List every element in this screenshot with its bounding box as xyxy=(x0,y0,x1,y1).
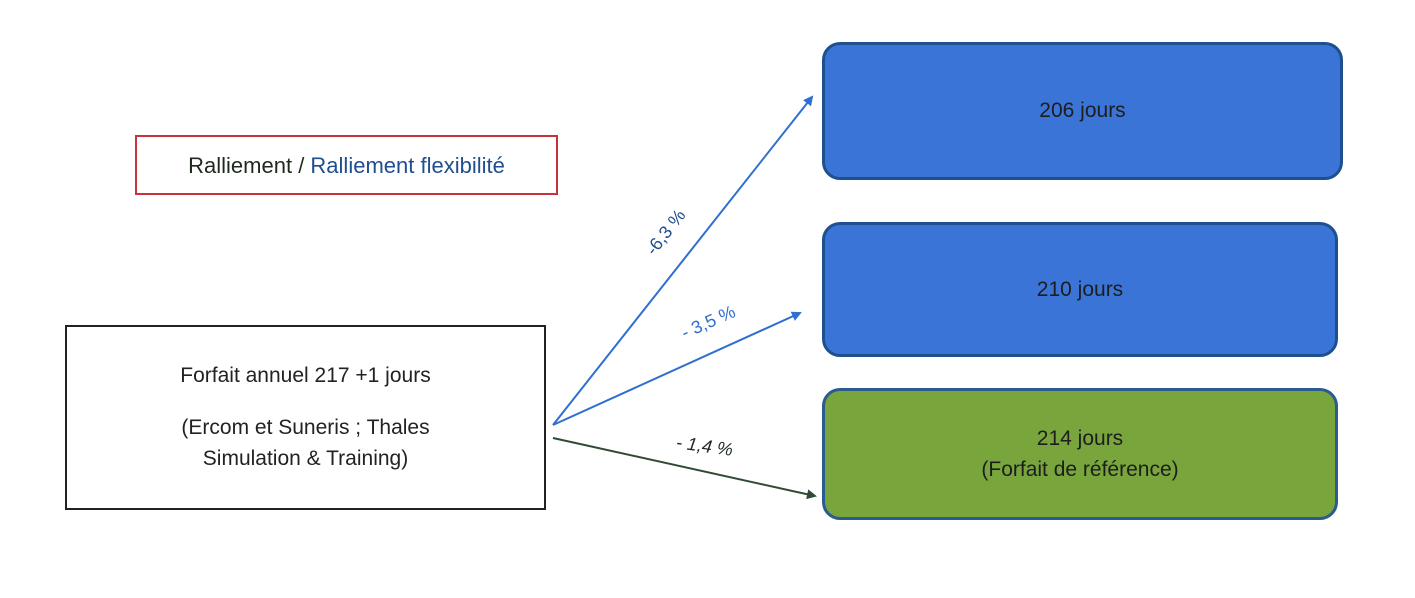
arrow-to-210 xyxy=(552,311,802,426)
target-214-box: 214 jours (Forfait de référence) xyxy=(822,388,1338,520)
source-companies-2: Simulation & Training) xyxy=(202,447,409,471)
target-214-sublabel: (Forfait de référence) xyxy=(981,458,1179,481)
target-206-label: 206 jours xyxy=(1039,99,1126,123)
legend-box: Ralliement / Ralliement flexibilité xyxy=(135,135,558,195)
target-210-box: 210 jours xyxy=(822,222,1338,357)
arrow-to-206 xyxy=(552,95,814,426)
legend-ralliement: Ralliement xyxy=(188,152,293,178)
source-companies-1: (Ercom et Suneris ; Thales xyxy=(181,415,430,439)
arrow-to-214 xyxy=(552,437,817,500)
target-210-label: 210 jours xyxy=(1036,277,1124,301)
source-box: Forfait annuel 217 +1 jours (Ercom et Su… xyxy=(65,325,546,510)
target-214-label: 214 jours xyxy=(1036,426,1124,450)
target-206-box: 206 jours xyxy=(822,42,1343,180)
legend-separator: / xyxy=(292,152,311,178)
source-title: Forfait annuel 217 +1 jours xyxy=(180,364,431,388)
legend-ralliement-flexibilite: Ralliement flexibilité xyxy=(310,152,505,178)
